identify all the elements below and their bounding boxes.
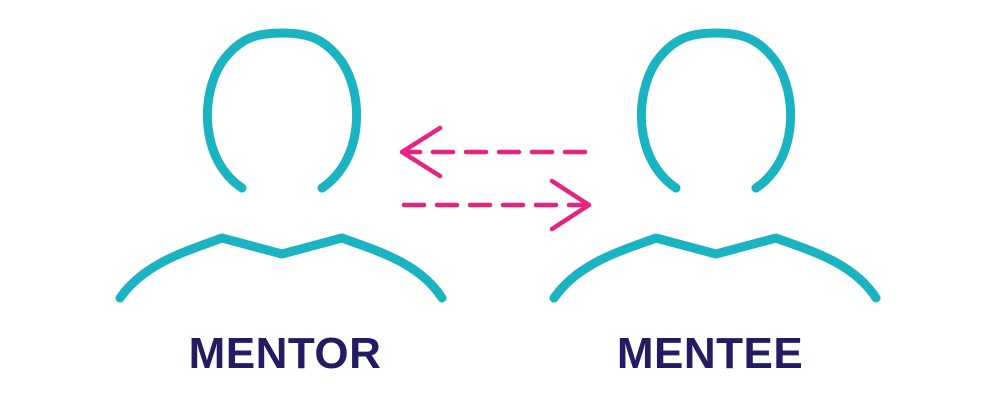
dashed-arrow-right-icon xyxy=(401,178,592,232)
mentor-shoulders-outline xyxy=(115,233,447,303)
dashed-arrow-left-icon xyxy=(399,125,588,179)
mentee-label: MENTEE xyxy=(616,329,804,378)
mentee-shoulders-outline xyxy=(549,233,881,303)
mentor-head-outline xyxy=(203,28,361,193)
mentee-person-icon xyxy=(549,28,881,303)
mentor-label: MENTOR xyxy=(188,329,382,378)
mentor-person-icon xyxy=(115,28,447,303)
mentee-head-outline xyxy=(637,28,795,193)
